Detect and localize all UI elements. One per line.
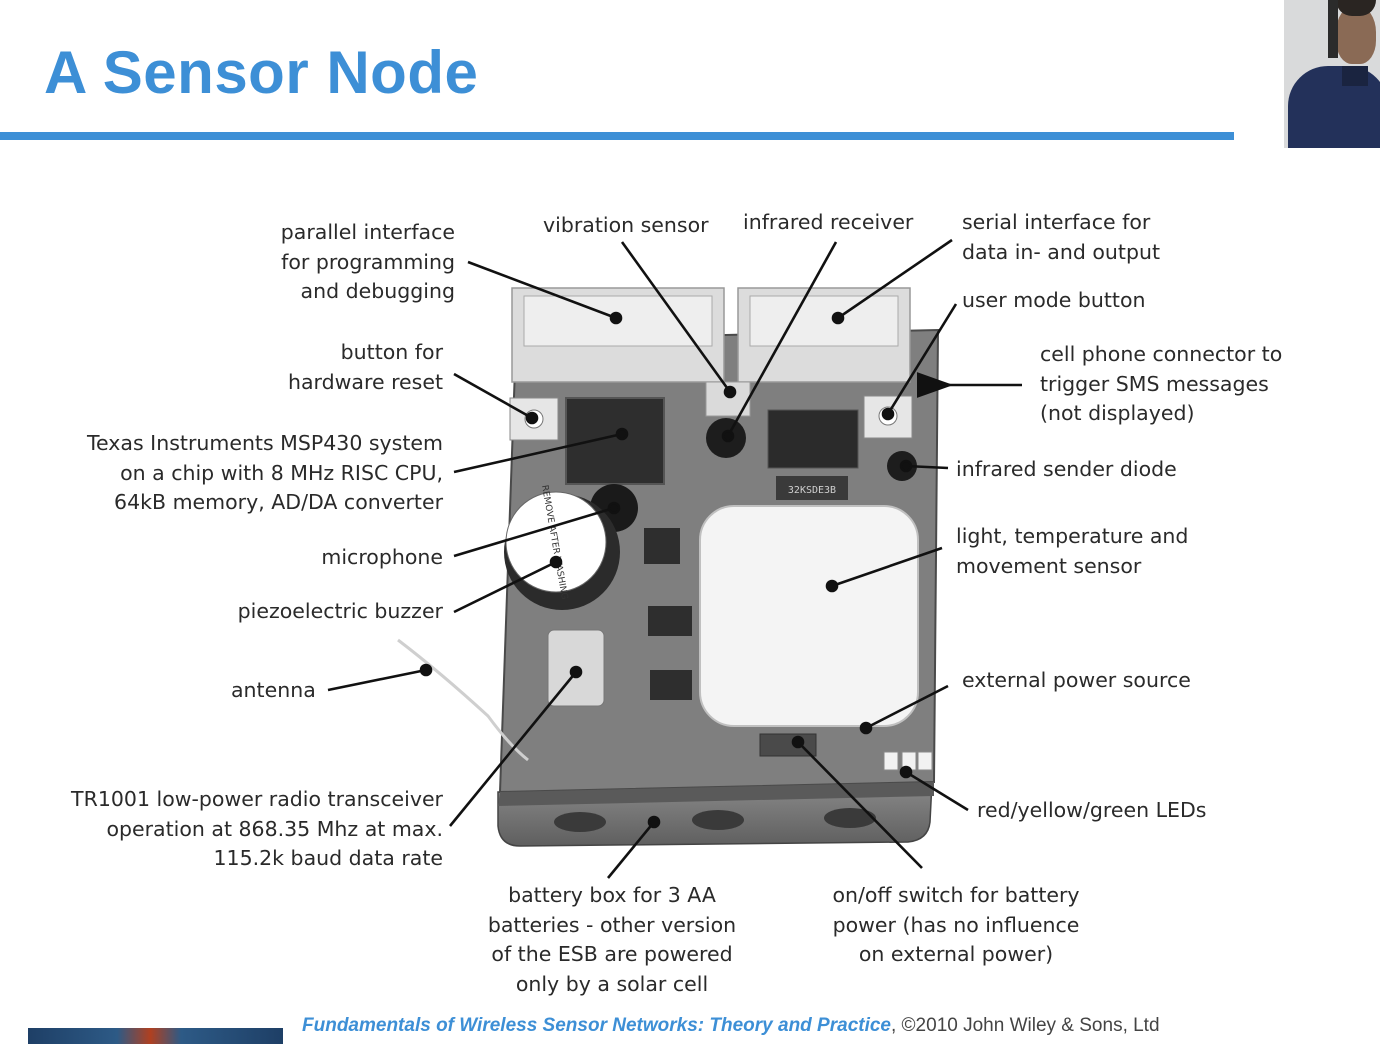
label-vibration-sensor: vibration sensor: [543, 213, 709, 237]
label-external-power: external power source: [962, 668, 1191, 692]
svg-text:32KSDE3B: 32KSDE3B: [788, 485, 836, 496]
slide-title: A Sensor Node: [44, 39, 479, 106]
label-piezo-buzzer: piezoelectric buzzer: [237, 599, 443, 623]
msp430-chip: [565, 397, 665, 485]
serial-port-connector: [737, 287, 911, 383]
label-antenna: antenna: [231, 678, 316, 702]
footer-book-title: Fundamentals of Wireless Sensor Networks…: [302, 1016, 891, 1036]
title-rule: [0, 132, 1234, 140]
label-microphone: microphone: [321, 545, 443, 569]
footer-book-banner: [28, 1028, 283, 1044]
label-infrared-sender: infrared sender diode: [956, 457, 1177, 481]
presenter-webcam-video[interactable]: [1284, 0, 1380, 148]
label-leds: red/yellow/green LEDs: [977, 798, 1207, 822]
label-user-mode-button: user mode button: [962, 288, 1146, 312]
label-infrared-receiver: infrared receiver: [743, 210, 914, 234]
parallel-port-connector: [511, 287, 725, 383]
pir-sensor-dome: [699, 505, 919, 727]
footer-citation: Fundamentals of Wireless Sensor Networks…: [302, 1016, 1262, 1036]
driver-chip: [767, 409, 859, 469]
callout-lines: [327, 238, 1022, 879]
footer-copyright: , ©2010 John Wiley & Sons, Ltd: [891, 1016, 1160, 1036]
